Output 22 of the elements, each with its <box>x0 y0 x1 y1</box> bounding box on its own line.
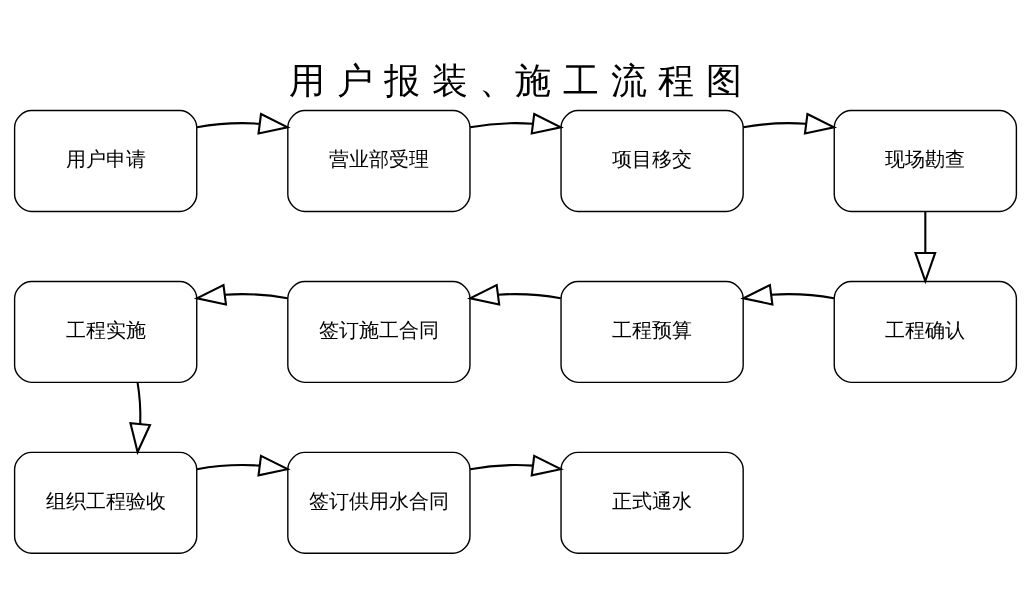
node-box: 项目移交 <box>559 109 744 212</box>
arrow <box>913 210 937 284</box>
arrow <box>469 111 564 135</box>
node-box: 签订供用水合同 <box>286 451 471 554</box>
arrow <box>196 453 291 477</box>
arrow <box>466 282 561 306</box>
node-box: 工程确认 <box>833 280 1017 383</box>
arrow <box>469 453 564 477</box>
node-box: 营业部受理 <box>286 109 471 212</box>
node-box: 现场勘查 <box>833 109 1017 212</box>
node-box: 用户申请 <box>13 109 197 212</box>
node-box: 工程预算 <box>559 280 744 383</box>
node-box: 签订施工合同 <box>286 280 471 383</box>
arrow <box>128 381 152 455</box>
node-box: 组织工程验收 <box>13 451 197 554</box>
arrow <box>193 282 288 306</box>
arrow <box>196 111 291 135</box>
node-box: 正式通水 <box>559 451 744 554</box>
node-box: 工程实施 <box>13 280 197 383</box>
arrow <box>739 282 834 306</box>
diagram-title: 用 户 报 装 、施 工 流 程 图 <box>288 58 742 102</box>
arrow <box>742 111 837 135</box>
